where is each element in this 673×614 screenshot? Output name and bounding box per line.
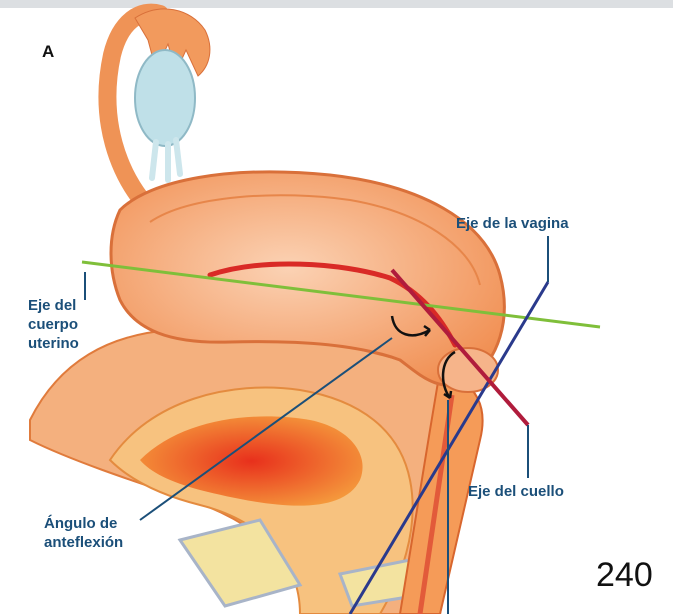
myometrium-contour: [149, 194, 481, 286]
bladder-lumen: [140, 416, 363, 506]
anteflexion-arrow: [390, 315, 431, 337]
anteversion-arrow: [441, 350, 456, 399]
label-uterine-body-axis-line-2: cuerpo: [28, 316, 79, 333]
anteversion-arrowhead: [443, 390, 453, 400]
page-number: 240: [596, 556, 653, 594]
pubic-bone: [177, 518, 303, 608]
endometrial-cavity: [207, 261, 458, 348]
anteflexion-leader: [139, 337, 393, 521]
header-strip: [0, 0, 673, 8]
cervix-axis-line: [390, 268, 530, 427]
cervix: [437, 347, 499, 393]
panel-label: A: [42, 42, 55, 61]
label-anteflexion-line-1: Ángulo de: [44, 515, 118, 532]
ovary: [134, 49, 196, 147]
label-uterine-body-axis-line-1: Eje del: [28, 297, 77, 314]
vaginal-canal: [417, 394, 455, 614]
label-uterine-body-axis: Eje del cuerpo uterino: [28, 296, 79, 353]
label-anteflexion-line-2: anteflexión: [44, 534, 124, 551]
anteflexion-arrowhead: [423, 324, 431, 337]
ovarian-ligament: [149, 137, 183, 183]
label-vaginal-axis: Eje de la vagina: [456, 215, 569, 232]
label-cervix-axis: Eje del cuello: [468, 483, 564, 500]
label-uterine-body-axis-line-3: uterino: [28, 335, 79, 352]
label-anteflexion-angle: Ángulo de anteflexión: [44, 514, 123, 552]
uterine-axis-line: [81, 260, 601, 329]
